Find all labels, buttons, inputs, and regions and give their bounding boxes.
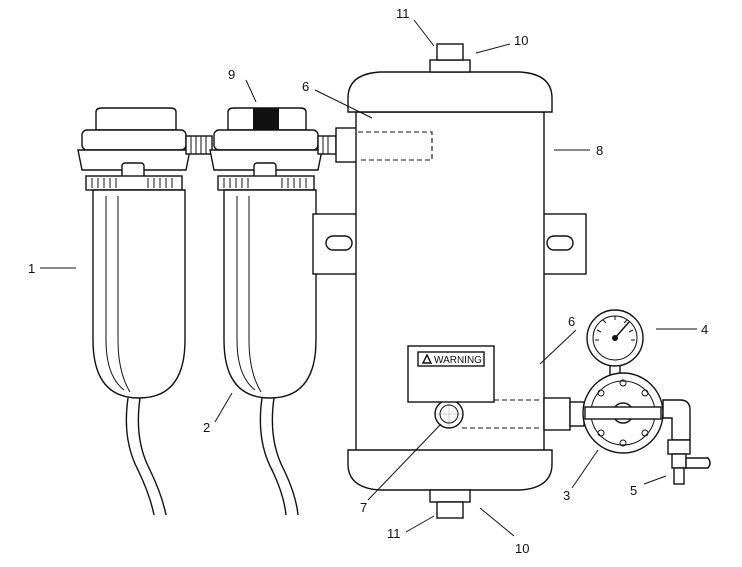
filter-2 <box>209 107 323 516</box>
callout-10-top: 10 <box>514 33 528 48</box>
callout-11-top: 11 <box>396 6 410 21</box>
filter-connector <box>185 135 213 155</box>
callout-1: 1 <box>28 261 35 276</box>
pressure-regulator <box>582 309 711 485</box>
tank-inlet-connector <box>317 127 359 163</box>
callout-8: 8 <box>596 143 603 158</box>
callout-4: 4 <box>701 322 708 337</box>
separator-tank: WARNING <box>312 43 587 519</box>
callout-2: 2 <box>203 420 210 435</box>
leader-lines <box>40 19 697 537</box>
callout-numbers: 1 2 3 4 5 6 6 7 8 9 10 10 11 11 <box>28 6 708 556</box>
callout-6-mid: 6 <box>568 314 575 329</box>
callout-7: 7 <box>360 500 367 515</box>
callout-9: 9 <box>228 67 235 82</box>
callout-3: 3 <box>563 488 570 503</box>
callout-10-bottom: 10 <box>515 541 529 556</box>
warning-label-text: WARNING <box>434 355 482 366</box>
callout-6-top: 6 <box>302 79 309 94</box>
indicator-block <box>253 108 279 130</box>
callout-11-bottom: 11 <box>387 526 401 541</box>
callout-5: 5 <box>630 483 637 498</box>
filter-1 <box>77 107 191 516</box>
